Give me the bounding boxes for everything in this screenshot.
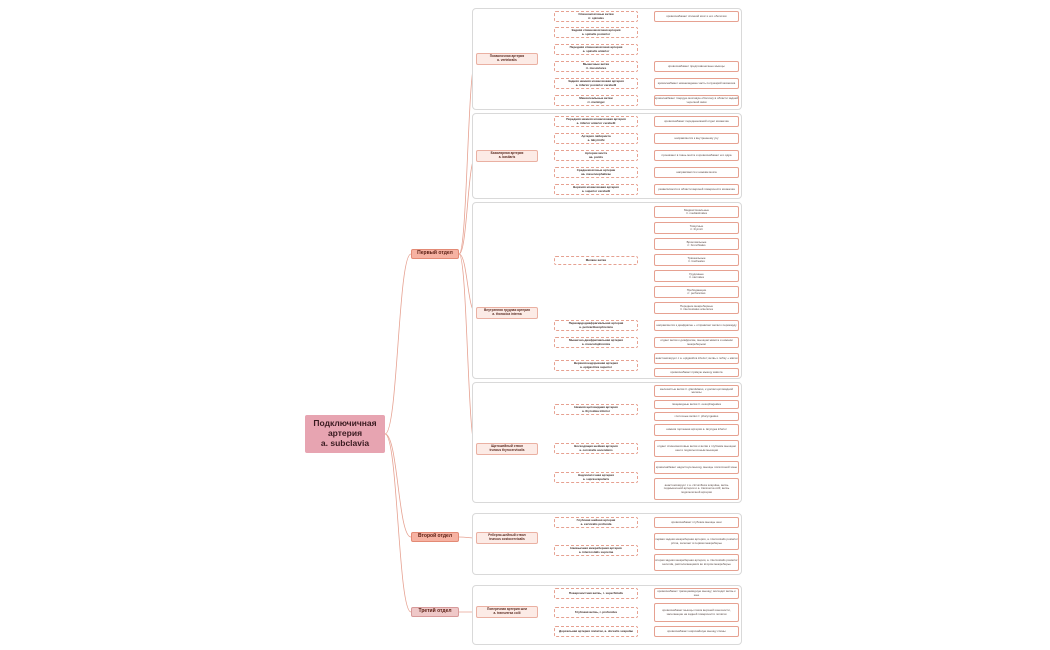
sub-anterior-intercostal: Передние межреберные rr. intercostales a… [654, 302, 739, 314]
desc-inner-ear: направляется к внутреннему уху [654, 133, 739, 144]
branch-supreme-intercostal[interactable]: Наивысшая межреберная артерия a. interco… [554, 545, 638, 556]
desc-upper-cerebellum: разветвляется в области верхней поверхно… [654, 184, 739, 195]
desc-scapular-anastomosis: анастомозирует с a. circumflexa scapulae… [654, 478, 739, 500]
desc-shoulder-girdle-muscles: кровоснабжает мышцы пояса верхней конечн… [654, 603, 739, 622]
branch-spinal-rami[interactable]: Спинномозговые ветви rr. spinales [554, 11, 638, 22]
desc-anterior-inferior-cerebellum: кровоснабжает передненижний отдел мозжеч… [654, 116, 739, 127]
connector-root-s2 [384, 433, 412, 538]
branch-superior-cerebellar[interactable]: Верхняя мозжечковая артерия a. superior … [554, 184, 638, 195]
desc-diaphragm-pericardium: направляется к диафрагме + отправляет ве… [654, 320, 739, 331]
branch-ascending-cervical[interactable]: Восходящая шейная артерия a. cervicalis … [554, 443, 638, 454]
root-node-subclavian-artery[interactable]: Подключичная артерия a. subclavia [305, 415, 385, 453]
sub-perforating-rami: Прободающие rr. perforantes [654, 286, 739, 298]
artery-basilar[interactable]: Базилярная артерия a. basilaris [476, 150, 538, 162]
branch-inferior-thyroid[interactable]: Нижняя щитовидная артерия a. thyroidea i… [554, 404, 638, 415]
section-first-part[interactable]: Первый отдел [411, 249, 459, 259]
branch-meningeal-rami[interactable]: Менингеальные ветви rr. meningei [554, 95, 638, 106]
desc-trapezius: кровоснабжает трапециевидную мышцу; восх… [654, 588, 739, 599]
desc-spinal-cord-supply: кровоснабжают спинной мозг и его оболочк… [654, 11, 739, 22]
branch-pontine-arteries[interactable]: Артерии моста aa. pontis [554, 150, 638, 161]
artery-transverse-cervical[interactable]: Поперечная артерия шеи a. transversa col… [476, 606, 538, 618]
branch-musculophrenic[interactable]: Мышечно-диафрагмальная артерия a. muscul… [554, 337, 638, 348]
desc-pons-nuclei: проникают в ткань моста и кровоснабжают … [654, 150, 739, 161]
branch-dorsal-scapular[interactable]: Дорсальная артерия лопатки, a. dorsalis … [554, 626, 638, 637]
artery-vertebral[interactable]: Позвоночная артерия a. vertebralis [476, 53, 538, 65]
connector-root-s3 [384, 433, 412, 613]
desc-rectus-abdominis: кровоснабжает прямую мышцу живота [654, 368, 739, 377]
vertebral-group-frame [472, 8, 742, 110]
artery-thyrocervical-trunk[interactable]: Щитошейный ствол truncus thyrocervicalis [476, 443, 538, 455]
branch-posterior-spinal-artery[interactable]: Задняя спинномозговая артерия a. spinali… [554, 27, 638, 38]
desc-deep-neck-muscles: отдает спинномозговые ветви и ветви к гл… [654, 440, 739, 457]
connector-root-s1 [384, 253, 412, 435]
branch-pericardiacophrenic[interactable]: Перикардодиафрагмальная артерия a. peric… [554, 320, 638, 331]
branch-superficial[interactable]: Поверхностная ветвь, r. superficialis [554, 588, 638, 599]
desc-pharyngeal-rami: глоточные ветви rr. pharyngeales [654, 412, 739, 421]
desc-latissimus-dorsi: кровоснабжает широчайшую мышцу спины [654, 626, 739, 637]
section-second-part[interactable]: Второй отдел [411, 532, 459, 542]
desc-cerebral-peduncles: направляются к ножкам мозга [654, 167, 739, 178]
sub-mediastinal-rami: Медиастинальные rr. mediastinales [654, 206, 739, 218]
artery-costocervical-trunk[interactable]: Реберно-шейный ствол truncus costocervic… [476, 532, 538, 544]
desc-prevertebral-muscles: кровоснабжают предпозвоночные мышцы [654, 61, 739, 72]
desc-deep-neck-muscles-supply: кровоснабжает глубокие мышцы шеи [654, 517, 739, 528]
desc-cerebellum-lower-part: кровоснабжает нижнезаднюю часть полушари… [654, 78, 739, 89]
branch-muscular-rami[interactable]: Мышечные ветви rr. musculares [554, 61, 638, 72]
sub-sternal-rami: Грудинные rr. sternales [654, 270, 739, 282]
section-third-part[interactable]: Третий отдел [411, 607, 459, 617]
desc-glandular-rami: железистые ветви rr. glandulares, к доля… [654, 385, 739, 397]
desc-second-posterior-intercostal: вторая задняя межреберная артерия, a. in… [654, 554, 739, 571]
sub-tracheal-rami: Трахеальные rr. tracheales [654, 254, 739, 266]
branch-posterior-inferior-cerebellar[interactable]: Задняя нижняя мозжечковая артерия a. inf… [554, 78, 638, 89]
branch-suprascapular[interactable]: Надлопаточная артерия a. suprascapularis [554, 472, 638, 483]
sub-bronchial-rami: Бронхиальные rr. bronchiales [654, 238, 739, 250]
artery-internal-thoracic[interactable]: Внутренняя грудная артерия a. thoracica … [476, 307, 538, 319]
desc-inferior-laryngeal: нижняя гортанная артерия a. laryngea inf… [654, 424, 739, 436]
branch-anterior-spinal-artery[interactable]: Передняя спинномозговая артерия a. spina… [554, 44, 638, 55]
branch-superior-epigastric[interactable]: Верхняя надчревная артерия a. epigastric… [554, 360, 638, 371]
branch-mesencephalic-arteries[interactable]: Среднемозговые артерии aa. mesencephalic… [554, 167, 638, 178]
branch-anterior-inferior-cerebellar[interactable]: Передняя нижняя мозжечковая артерия a. i… [554, 116, 638, 127]
desc-first-posterior-intercostal: первая задняя межреберная артерия, a. in… [654, 533, 739, 550]
branch-small-branches[interactable]: Мелкие ветви [554, 256, 638, 265]
desc-epigastric-anastomosis: анастомозирует с a. epigastrica inferior… [654, 353, 739, 364]
desc-supraspinatus: кровоснабжает надостную мышцу, мышцы лоп… [654, 461, 739, 474]
desc-oesophageal-rami: пищеводные ветви rr. oesophageales [654, 400, 739, 409]
branch-deep[interactable]: Глубокая ветвь, r. profundus [554, 607, 638, 618]
desc-diaphragm-abdomen: отдает ветви к диафрагме, мышцам живота … [654, 337, 739, 348]
branch-labyrinthine-artery[interactable]: Артерия лабиринта a. labyrinthi [554, 133, 638, 144]
branch-deep-cervical[interactable]: Глубокая шейная артерия a. cervicalis pr… [554, 517, 638, 528]
sub-thymic-rami: Тимусные rr. thymici [654, 222, 739, 234]
desc-dura-mater: кровоснабжает твердую мозговую оболочку … [654, 95, 739, 106]
